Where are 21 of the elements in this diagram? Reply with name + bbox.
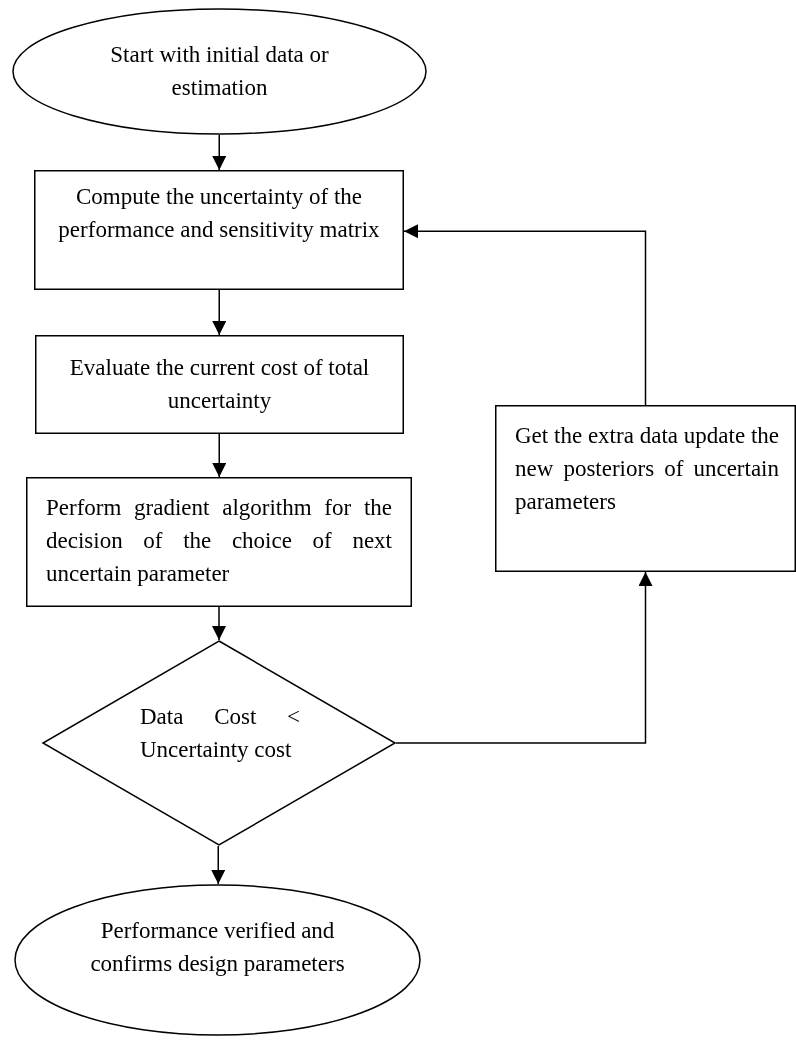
node-text: Get the extra data update the new posteriors of uncertain parameters xyxy=(515,422,779,516)
process-box xyxy=(34,170,404,290)
terminal-ellipse xyxy=(12,8,427,135)
node-text: Perform gradient algorithm for the decision of the choice of next uncertain parameter xyxy=(46,494,392,588)
arrow xyxy=(212,606,226,641)
arrow xyxy=(211,845,226,885)
process-box xyxy=(495,405,796,572)
node-text: Start with initial data or estimation xyxy=(109,41,330,102)
terminal-ellipse xyxy=(14,884,421,1036)
node-text: Performance verified and confirms design parameters xyxy=(89,917,346,978)
arrow xyxy=(212,134,227,171)
decision-diamond xyxy=(42,640,396,846)
process-box xyxy=(35,335,404,434)
node-text: Evaluate the current cost of total uncertainty xyxy=(68,354,371,415)
node-text: Compute the uncertainty of the performance and sensitivity matrix xyxy=(57,183,381,244)
process-box xyxy=(26,477,412,607)
arrow xyxy=(212,433,227,478)
node-text: Data Cost < Uncertainty cost xyxy=(140,703,300,764)
arrow xyxy=(212,289,227,336)
arrow xyxy=(403,224,647,406)
arrow xyxy=(395,571,653,744)
